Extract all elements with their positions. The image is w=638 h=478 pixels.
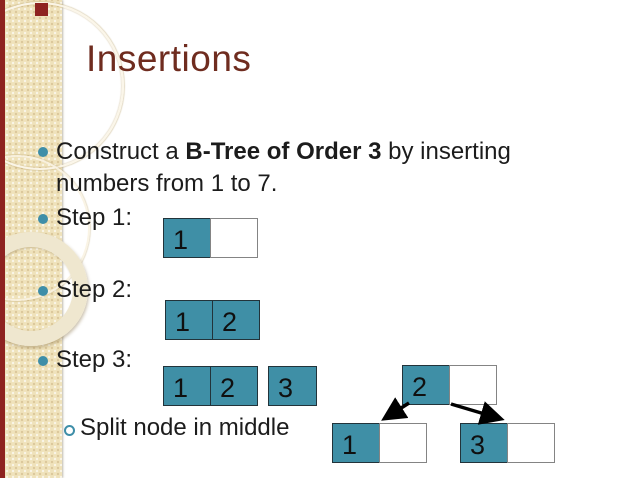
node-cell: 3	[268, 366, 317, 406]
node-cell-empty	[507, 423, 555, 463]
node-cell: 1	[165, 300, 213, 340]
bullet-text-construct-line2: numbers from 1 to 7.	[56, 170, 278, 197]
step3-label: Step 3:	[56, 346, 133, 373]
bullet-icon	[38, 356, 48, 366]
bullet-icon	[38, 286, 48, 296]
btree-tree-right-child-node: 3	[460, 423, 555, 463]
btree-node-step3-extra: 3	[268, 366, 317, 406]
node-cell: 2	[210, 366, 258, 406]
construct-text-post: by inserting	[381, 138, 511, 165]
node-cell-empty	[449, 365, 497, 405]
step2-label: Step 2:	[56, 276, 133, 303]
btree-node-step3-overfull: 1 2	[163, 366, 258, 406]
sidebar-decoration-band	[0, 0, 124, 478]
node-cell: 1	[163, 366, 211, 406]
bullet-icon	[38, 214, 48, 224]
slide-title: Insertions	[86, 38, 252, 79]
left-red-accent-bar	[0, 0, 5, 478]
sub-bullet-icon	[64, 425, 75, 436]
node-cell: 1	[163, 218, 211, 258]
step1-label: Step 1:	[56, 204, 133, 231]
node-cell-empty	[210, 218, 258, 258]
construct-text-bold: B-Tree of Order 3	[185, 138, 382, 165]
node-cell: 1	[332, 423, 380, 463]
tree-edge-left-arrow	[381, 397, 410, 421]
red-accent-square-icon	[35, 3, 48, 16]
node-cell: 3	[460, 423, 508, 463]
node-cell: 2	[212, 300, 260, 340]
node-cell-empty	[379, 423, 427, 463]
node-cell: 2	[402, 365, 450, 405]
btree-tree-left-child-node: 1	[332, 423, 427, 463]
btree-tree-root-node: 2	[402, 365, 497, 405]
bullet-text-construct: Construct a B-Tree of Order 3 by inserti…	[56, 138, 511, 166]
bullet-icon	[38, 147, 48, 157]
btree-node-step2: 1 2	[165, 300, 260, 340]
split-node-text: Split node in middle	[80, 414, 290, 441]
tree-edge-right-arrow	[450, 401, 505, 425]
btree-node-step1: 1	[163, 218, 258, 258]
construct-text-pre: Construct a	[56, 138, 186, 165]
